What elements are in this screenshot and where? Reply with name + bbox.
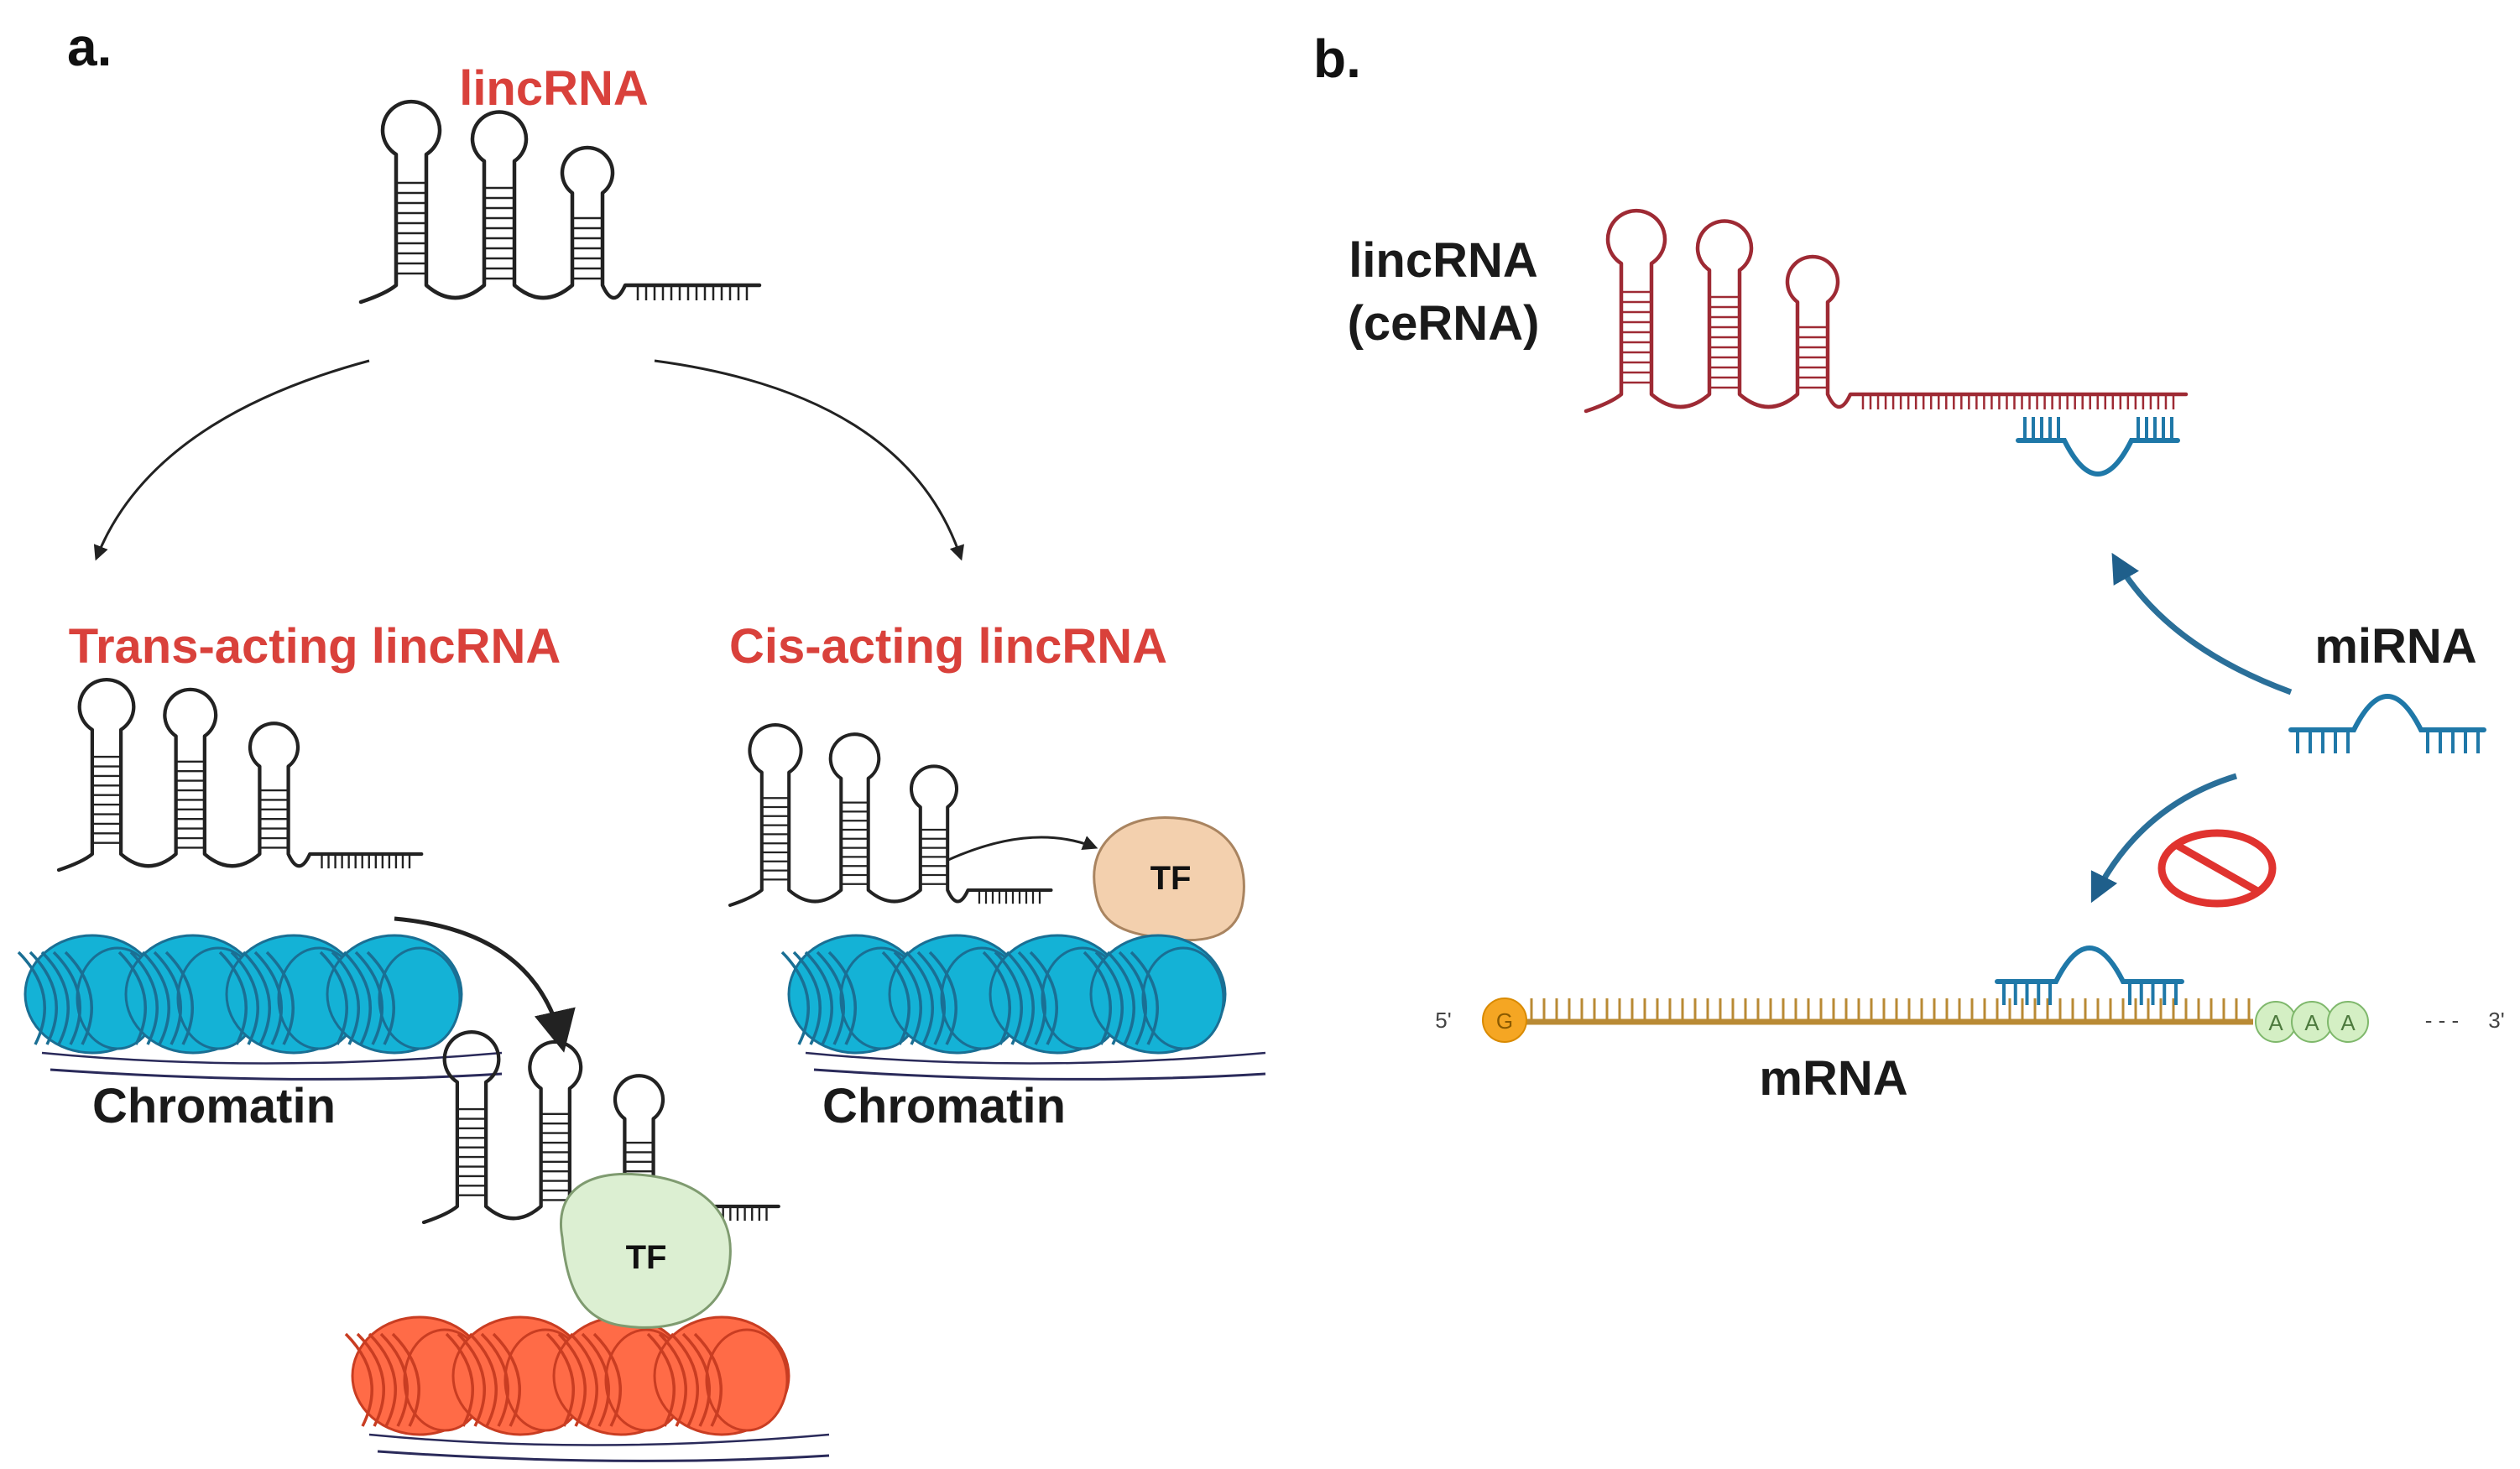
five-prime-label: 5' (1435, 1008, 1451, 1033)
free-mirna (2288, 694, 2486, 753)
cis-acting-label: Cis-acting lincRNA (729, 619, 1167, 674)
nucleosome (319, 934, 463, 1055)
mrna-strand (1523, 998, 2253, 1025)
mirna-bound-to-mrna (1995, 945, 2184, 1005)
nucleosome (982, 934, 1126, 1055)
trans-chromatin-nucleosomes (17, 934, 503, 1081)
polya-letter: A (2304, 1010, 2319, 1035)
tf-right-label: TF (1150, 860, 1192, 897)
target-lincrna-hairpin (421, 1029, 780, 1225)
cerna-label-line2: (ceRNA) (1348, 296, 1540, 351)
lincrna-hairpin-top (358, 99, 762, 305)
mrna-label: mRNA (1759, 1051, 1907, 1106)
nucleosome (545, 1315, 690, 1436)
arrow-mirna-to-cerna (2111, 552, 2293, 695)
block-icon (2157, 829, 2277, 908)
arrow-to-trans (93, 359, 370, 561)
arrow-mirna-to-mrna (2090, 773, 2238, 904)
cis-chromatin-nucleosomes (780, 934, 1266, 1081)
nucleosome (646, 1315, 790, 1436)
cis-chromatin-label: Chromatin (822, 1079, 1066, 1133)
target-chromatin-nucleosomes (344, 1315, 830, 1462)
arrow-cis-to-tf (947, 836, 1098, 862)
mirna-bound-to-cerna (2016, 417, 2180, 477)
polya-letter: A (2268, 1010, 2283, 1035)
nucleosome (1083, 934, 1227, 1055)
tf-bottom-blob: TF (560, 1172, 732, 1329)
cerna-label-line1: lincRNA (1349, 233, 1538, 288)
nucleosome (881, 934, 1025, 1055)
three-prime-label: 3' (2488, 1008, 2504, 1033)
mrna-cap: G (1482, 998, 1527, 1043)
polya-letter: A (2340, 1010, 2356, 1035)
tf-bottom-label: TF (626, 1239, 667, 1276)
arrow-to-cis (654, 359, 964, 561)
tf-right-blob: TF (1093, 815, 1245, 942)
cerna-lincrna-hairpin (1583, 208, 2189, 414)
panel-a-label: a. (67, 17, 112, 77)
lincrna-top-label: lincRNA (459, 61, 649, 116)
cap-letter: G (1496, 1008, 1513, 1034)
panel-b-label: b. (1313, 29, 1361, 89)
mirna-label: miRNA (2314, 619, 2476, 674)
cis-lincrna-hairpin (728, 723, 1053, 908)
trans-acting-label: Trans-acting lincRNA (69, 619, 561, 674)
trans-lincrna-hairpin (56, 677, 424, 873)
arrow-trans-to-target (394, 916, 576, 1053)
tail-dashes: - - - (2425, 1008, 2459, 1033)
trans-chromatin-label: Chromatin (92, 1079, 336, 1133)
